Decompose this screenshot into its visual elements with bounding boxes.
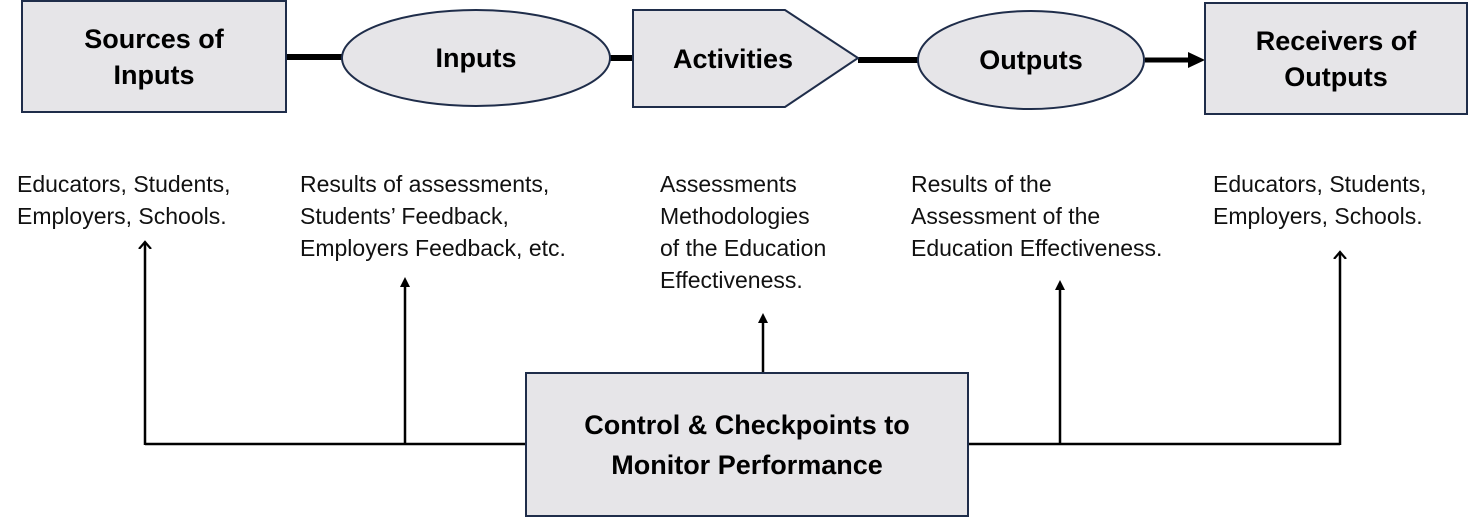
description-activities: Assessments Methodologies of the Educati… — [660, 171, 827, 293]
node-inputs-shape[interactable] — [341, 9, 611, 107]
node-sources-label: Sources of Inputs — [84, 23, 224, 90]
description-outputs: Results of the Assessment of the Educati… — [911, 171, 1163, 261]
node-sources-shape[interactable] — [21, 0, 287, 113]
node-outputs-label: Outputs — [979, 45, 1083, 75]
description-sources: Educators, Students, Employers, Schools. — [17, 171, 231, 229]
node-activities-shape[interactable] — [632, 9, 860, 108]
node-control-label: Control & Checkpoints to Monitor Perform… — [584, 409, 910, 480]
node-receivers-shape[interactable] — [1204, 2, 1468, 115]
node-control-shape[interactable] — [525, 372, 969, 517]
node-activities-label: Activities — [672, 43, 794, 74]
arrow-head-icon — [1188, 52, 1205, 68]
description-receivers: Educators, Students, Employers, Schools. — [1213, 171, 1427, 229]
node-receivers-label: Receivers of Outputs — [1255, 25, 1417, 92]
node-outputs-shape[interactable] — [917, 10, 1145, 110]
node-inputs-label: Inputs — [435, 43, 517, 73]
description-inputs: Results of assessments, Students’ Feedba… — [300, 171, 566, 261]
